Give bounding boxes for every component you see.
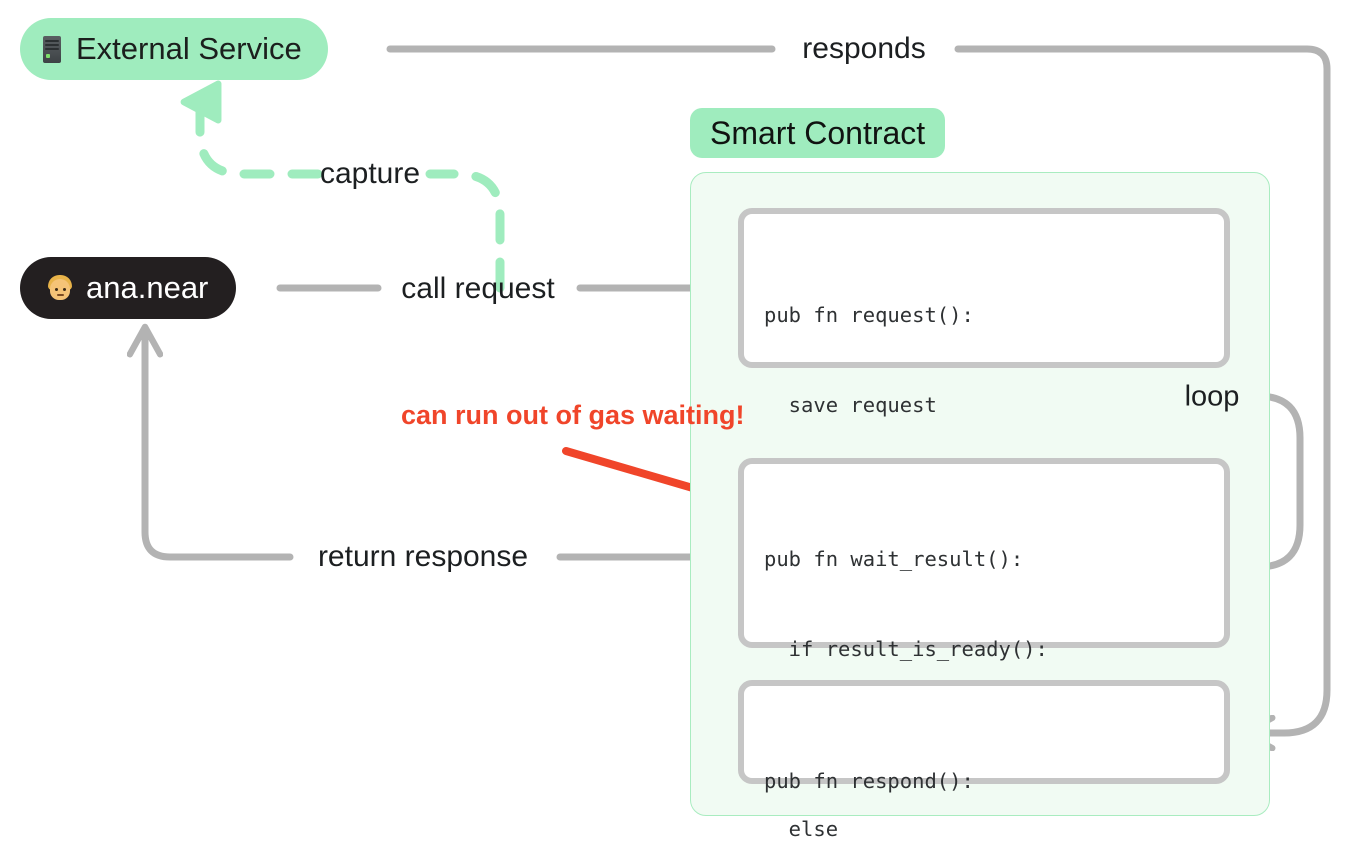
code-block-wait-result[interactable]: pub fn wait_result(): if result_is_ready… xyxy=(738,458,1230,841)
edge-label-call-request: call request xyxy=(401,272,555,305)
code-block-request[interactable]: pub fn request(): save request Promise::… xyxy=(738,208,1230,507)
gas-warning-label: can run out of gas waiting! xyxy=(401,400,745,430)
edge-capture xyxy=(180,80,505,293)
code-line: if result_is_ready(): xyxy=(764,637,1048,661)
edge-return-response xyxy=(145,330,742,561)
code-line: pub fn wait_result(): xyxy=(764,547,1024,571)
smart-contract-title[interactable]: Smart Contract xyxy=(690,108,946,158)
server-icon xyxy=(42,34,62,64)
node-external-service-label: External Service xyxy=(76,31,302,66)
edge-label-capture: capture xyxy=(319,157,421,190)
node-user-label: ana.near xyxy=(86,270,209,305)
edge-label-responds: responds xyxy=(802,32,926,65)
edge-label-return-response: return response xyxy=(317,540,529,573)
edge-label-loop: loop xyxy=(1184,380,1240,413)
smart-contract-title-label: Smart Contract xyxy=(710,114,926,151)
node-user[interactable]: ana.near xyxy=(20,257,237,319)
code-line: save request xyxy=(764,393,937,417)
code-line: pub fn respond(): xyxy=(764,769,974,793)
code-line: else xyxy=(764,817,839,841)
code-block-respond[interactable]: pub fn respond(): save response xyxy=(738,680,1230,793)
person-icon xyxy=(46,274,74,302)
code-line: pub fn request(): xyxy=(764,303,974,327)
node-external-service[interactable]: External Service xyxy=(20,18,328,80)
